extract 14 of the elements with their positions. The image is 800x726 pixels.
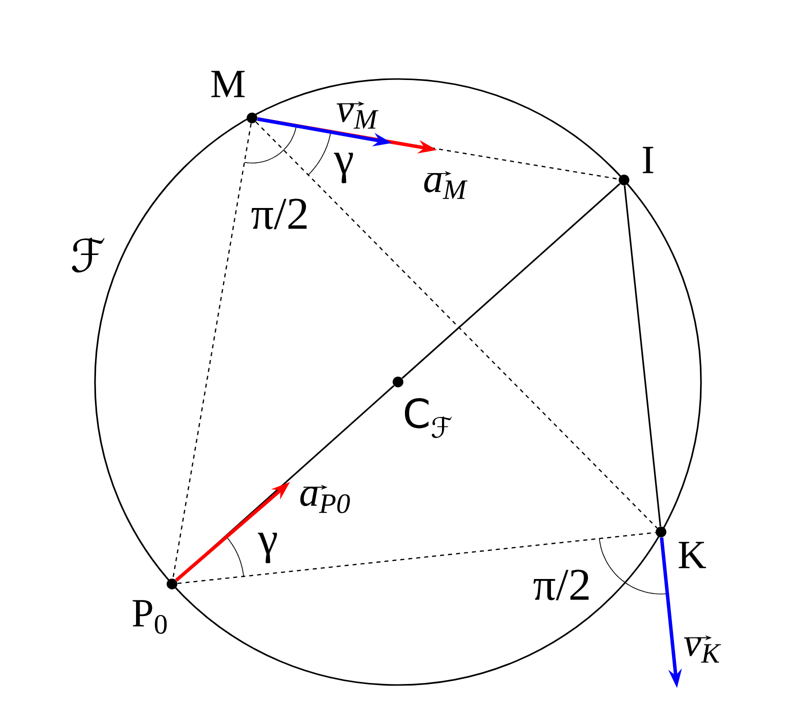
point-label: P$_{0}$ bbox=[132, 600, 167, 634]
point-label: C$_{ℱ}$ bbox=[404, 398, 452, 438]
angle-label: γ bbox=[334, 152, 353, 184]
angle-label: π/2 bbox=[252, 198, 307, 230]
point-label: M bbox=[211, 70, 245, 98]
angle-label: π/2 bbox=[534, 570, 589, 600]
vector-label: v$_{K}$ bbox=[684, 635, 722, 663]
vector-label: a$_{M}$ bbox=[424, 170, 468, 199]
point-label: I bbox=[642, 146, 654, 174]
region-label: ℱ bbox=[72, 238, 105, 272]
vector-label: v$_{M}$ bbox=[336, 101, 378, 129]
vector-label: a$_{P0}$ bbox=[300, 484, 350, 514]
point-label: K bbox=[678, 542, 706, 568]
angle-label: γ bbox=[258, 532, 277, 564]
